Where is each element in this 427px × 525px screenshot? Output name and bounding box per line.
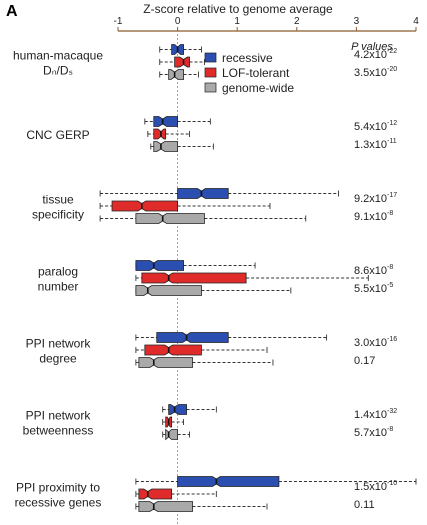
pvalue: 9.2x10-17 <box>354 192 397 205</box>
box <box>168 69 184 80</box>
pvalue: 4.2x10-22 <box>354 48 397 61</box>
box <box>177 476 280 487</box>
pvalue: 1.4x10-32 <box>354 408 397 421</box>
x-axis-label: Z-score relative to genome average <box>143 2 333 16</box>
metric-label: betweenness <box>23 424 94 438</box>
metric-label: recessive genes <box>15 496 102 510</box>
legend-swatch <box>204 82 217 93</box>
metric-label: paralog <box>38 265 78 279</box>
pvalue: 3.5x10-20 <box>354 66 397 79</box>
metric-label: Dₙ/Dₛ <box>43 64 73 78</box>
legend-swatch <box>204 52 217 63</box>
box <box>153 141 179 152</box>
box <box>165 428 179 441</box>
pvalue: 9.1x10-8 <box>354 210 393 223</box>
legend-swatch <box>204 67 217 78</box>
metric-label: number <box>38 280 79 294</box>
box <box>177 188 229 199</box>
box <box>141 272 247 284</box>
box <box>138 357 193 368</box>
pvalue: 5.4x10-12 <box>354 120 397 133</box>
box <box>135 260 184 271</box>
panel-letter: A <box>6 3 18 20</box>
box <box>135 285 202 296</box>
box <box>135 213 205 224</box>
metric-group: CNC GERP 5.4x10-12 1.3x10-11 <box>26 116 397 152</box>
x-axis-ticks: -1 0 1 2 3 4 <box>114 16 419 32</box>
metric-label: PPI network <box>26 409 92 423</box>
x-tick-label: 1 <box>234 16 240 27</box>
x-tick-label: 2 <box>294 16 300 27</box>
box <box>111 200 179 212</box>
metric-label: PPI network <box>26 337 92 351</box>
pvalue: 5.5x10-5 <box>354 282 393 295</box>
metric-label: CNC GERP <box>26 128 89 142</box>
box <box>168 404 187 415</box>
box <box>156 332 229 343</box>
pvalue: 0.17 <box>354 355 375 367</box>
legend-label: genome-wide <box>222 81 294 95</box>
metric-label: specificity <box>32 208 84 222</box>
metric-label: human-macaque <box>13 49 103 63</box>
pvalue: 1.3x10-11 <box>354 138 397 151</box>
x-tick-label: 3 <box>354 16 360 27</box>
pvalue: 1.5x10-10 <box>354 480 397 493</box>
box <box>138 488 173 500</box>
metric-label: PPI proximity to <box>16 481 100 495</box>
legend-label: recessive <box>222 51 273 65</box>
metric-label: tissue <box>42 193 74 207</box>
box <box>138 501 193 512</box>
box <box>144 344 202 356</box>
pvalue: 0.11 <box>354 499 375 511</box>
pvalue-header: P values <box>351 41 393 53</box>
legend-label: LOF-tolerant <box>222 66 290 80</box>
box <box>153 116 179 127</box>
x-tick-label: -1 <box>114 16 123 27</box>
pvalue: 8.6x10-8 <box>354 264 393 277</box>
x-tick-label: 4 <box>413 16 419 27</box>
x-tick-label: 0 <box>175 16 181 27</box>
pvalue: 3.0x10-16 <box>354 336 397 349</box>
metric-label: degree <box>39 352 77 366</box>
box <box>174 56 190 68</box>
pvalue: 5.7x10-8 <box>354 426 393 439</box>
box <box>153 128 167 140</box>
